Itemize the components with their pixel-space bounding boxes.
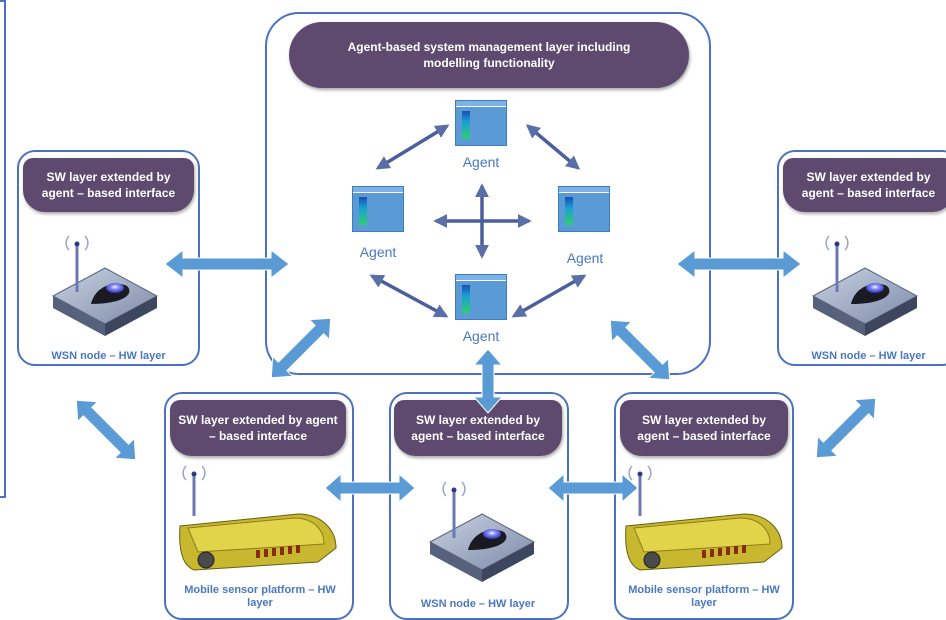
double-arrow xyxy=(324,472,416,504)
node-header-bottom-right: SW layer extended by agent – based inter… xyxy=(620,400,788,456)
agent-link-arrow xyxy=(369,274,449,318)
agent-label-top: Agent xyxy=(462,154,500,170)
agent-window-icon xyxy=(352,186,404,232)
agent-window-icon xyxy=(455,274,507,320)
node-caption-bottom-left: Mobile sensor platform – HW layer xyxy=(184,584,336,609)
double-arrow xyxy=(270,317,332,379)
wsn-node-icon xyxy=(428,481,536,582)
node-header-right: SW layer extended by agent – based inter… xyxy=(783,158,946,212)
double-arrow xyxy=(547,472,639,504)
node-header-bottom-left: SW layer extended by agent – based inter… xyxy=(170,400,346,456)
management-layer-header: Agent-based system management layer incl… xyxy=(289,22,689,88)
node-caption-bottom-right: Mobile sensor platform – HW layer xyxy=(628,584,780,609)
agent-label-bottom: Agent xyxy=(462,328,500,344)
agent-link-arrow xyxy=(511,274,587,318)
agent-window-icon xyxy=(455,100,507,146)
double-arrow xyxy=(676,248,802,280)
mobile-platform-icon xyxy=(625,465,783,571)
agent-window-icon xyxy=(558,186,610,232)
double-arrow xyxy=(75,399,137,461)
node-caption-left: WSN node – HW layer xyxy=(51,350,166,362)
double-arrow xyxy=(609,319,671,381)
agent-link-arrow xyxy=(525,124,581,170)
wsn-node-icon xyxy=(51,235,159,336)
double-arrow xyxy=(472,348,504,414)
wsn-node-icon xyxy=(811,235,919,336)
node-header-left: SW layer extended by agent – based inter… xyxy=(23,158,194,212)
agent-label-left: Agent xyxy=(359,244,397,260)
node-caption-bottom-mid: WSN node – HW layer xyxy=(420,598,536,610)
agent-label-right: Agent xyxy=(566,250,604,266)
left-edge-frame xyxy=(0,0,6,498)
node-caption-right: WSN node – HW layer xyxy=(811,350,926,362)
node-header-bottom-mid: SW layer extended by agent – based inter… xyxy=(394,400,562,456)
agent-link-arrow xyxy=(375,124,450,170)
double-arrow xyxy=(164,248,290,280)
double-arrow xyxy=(815,397,877,459)
mobile-platform-icon xyxy=(179,465,337,571)
